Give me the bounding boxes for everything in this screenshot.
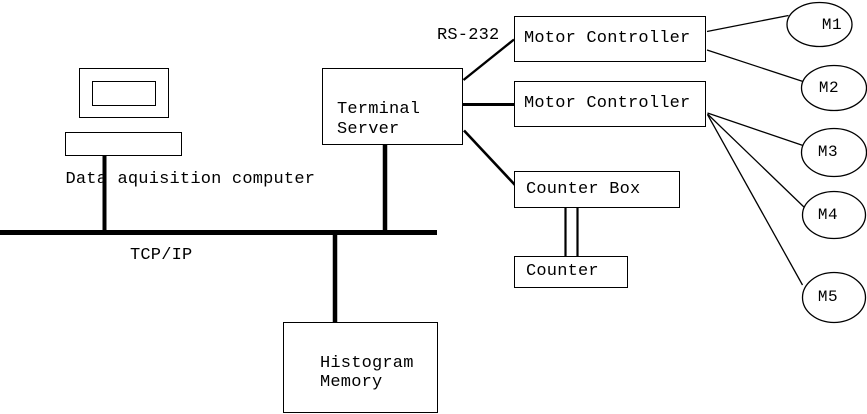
motor-m5-label: M5 xyxy=(817,288,839,306)
histogram-memory-label: Histogram Memory xyxy=(320,354,414,392)
counter-box-box: Counter Box xyxy=(514,171,680,208)
motor-m3-label: M3 xyxy=(817,143,839,161)
motor-controller-2-label: Motor Controller xyxy=(524,94,691,113)
counter-box-label: Counter Box xyxy=(526,179,641,199)
computer-screen-icon xyxy=(92,81,156,106)
tcpip-bus-label: TCP/IP xyxy=(130,246,193,265)
motor1-to-m2-line xyxy=(706,49,804,83)
counter-label: Counter xyxy=(526,262,599,281)
rs232-label: RS-232 xyxy=(437,26,500,45)
motor1-to-m1-line xyxy=(706,14,789,33)
counter-box: Counter xyxy=(514,256,628,288)
terminal-to-motor1-line xyxy=(462,38,515,81)
terminal-server-box: Terminal Server xyxy=(322,68,463,145)
motor-m4-ellipse xyxy=(801,190,867,240)
motor2-to-m5-line xyxy=(706,114,804,286)
data-acquisition-computer-label: Data aquisition computer xyxy=(65,170,316,189)
motor-controller-1-box: Motor Controller xyxy=(514,16,706,62)
motor-controller-2-box: Motor Controller xyxy=(514,81,706,127)
motor-m1-label: M1 xyxy=(821,16,843,34)
motor-m2-label: M2 xyxy=(818,79,840,97)
motor-controller-1-label: Motor Controller xyxy=(524,29,691,48)
terminal-to-counterbox-line xyxy=(463,129,516,186)
motor2-to-m4-line xyxy=(707,113,806,209)
motor-m4-label: M4 xyxy=(817,206,839,224)
computer-keyboard-icon xyxy=(65,132,182,156)
motor-m1-ellipse xyxy=(786,1,853,48)
motor2-to-m3-line xyxy=(707,112,804,147)
terminal-server-label: Terminal Server xyxy=(337,100,421,139)
histogram-memory-box: Histogram Memory xyxy=(283,322,438,413)
motor-m5-ellipse xyxy=(801,271,867,324)
